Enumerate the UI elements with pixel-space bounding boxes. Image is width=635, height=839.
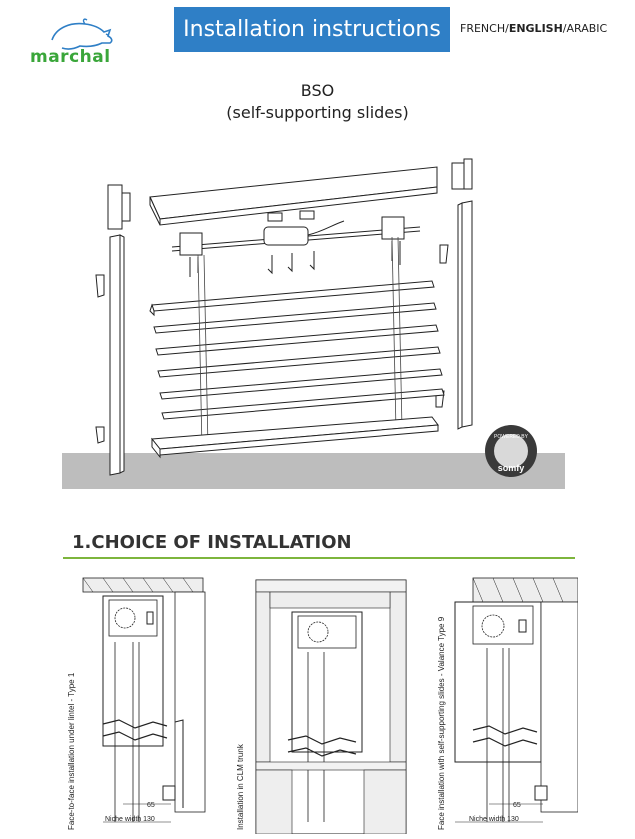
right-rail xyxy=(435,158,473,430)
floor-band xyxy=(62,453,565,489)
ladder-cords xyxy=(197,236,403,450)
niche-width-1: Niche width 130 xyxy=(105,816,155,823)
installation-option-3[interactable]: Face installation with self-supporting s… xyxy=(433,572,579,834)
product-subtitle: (self-supporting slides) xyxy=(226,103,409,122)
brand-name: marchal xyxy=(30,47,111,67)
section-drawing-type9 xyxy=(454,577,579,823)
installation-option-1[interactable]: Face-to-face installation under lintel -… xyxy=(63,572,213,834)
product-name: BSO xyxy=(300,81,335,100)
section-drawing-clm-trunk xyxy=(255,579,407,835)
head-box xyxy=(149,166,438,226)
installation-label-3: Face installation with self-supporting s… xyxy=(437,616,446,830)
left-rail xyxy=(95,184,131,476)
lang-french[interactable]: FRENCH/ xyxy=(460,22,509,35)
section-title: 1.CHOICE OF INSTALLATION xyxy=(72,532,352,553)
badge-top-text: POWERED BY xyxy=(494,434,529,440)
bottom-rail xyxy=(151,416,439,459)
marchal-bear-logo xyxy=(51,18,113,50)
document-title: Installation instructions xyxy=(174,7,450,52)
dimension-1: 65 xyxy=(147,802,155,809)
badge-brand: somfy xyxy=(498,463,525,473)
language-list: FRENCH/ENGLISH/ARABIC xyxy=(460,22,607,35)
installation-label-1: Face-to-face installation under lintel -… xyxy=(67,672,76,830)
slats xyxy=(149,280,445,420)
lang-arabic[interactable]: /ARABIC xyxy=(562,22,608,35)
installation-option-2[interactable]: Installation in CLM trunk xyxy=(232,572,410,835)
dimension-3: 65 xyxy=(513,802,521,809)
product-heading: BSO (self-supporting slides) xyxy=(0,80,635,124)
exploded-blind-diagram: POWERED BY somfy xyxy=(62,158,565,489)
section-divider xyxy=(63,557,575,559)
section-drawing-type1 xyxy=(82,577,206,823)
lang-english[interactable]: ENGLISH xyxy=(508,22,563,35)
installation-label-2: Installation in CLM trunk xyxy=(236,744,245,830)
drive-mechanism xyxy=(171,210,421,277)
niche-width-3: Niche width 130 xyxy=(469,816,519,823)
somfy-badge: POWERED BY somfy xyxy=(485,425,537,477)
